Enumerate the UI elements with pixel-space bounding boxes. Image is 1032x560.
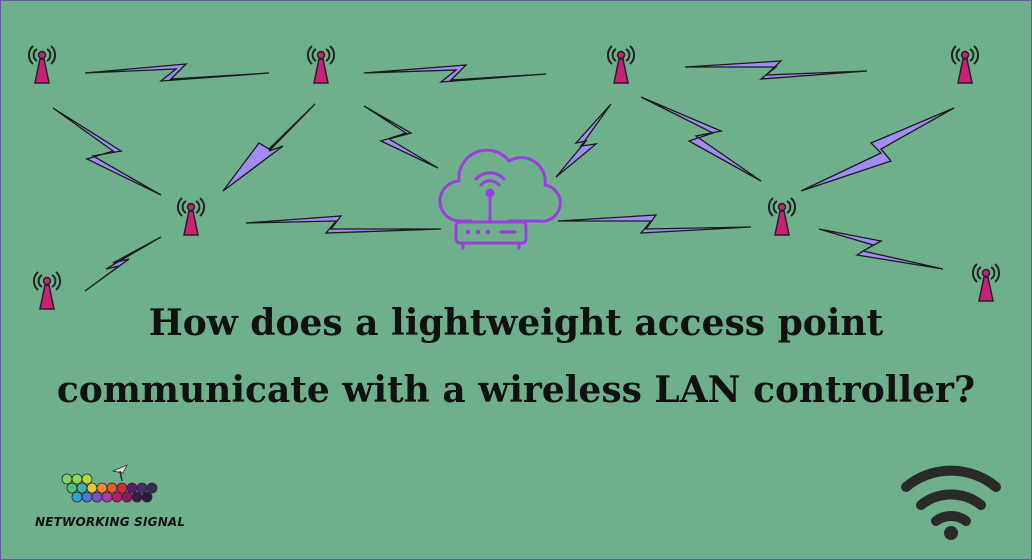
wifi-icon (901, 465, 1001, 540)
lightning-bolt-icon (52, 107, 162, 196)
lightning-bolt-icon (555, 103, 612, 178)
headline-line-1: How does a lightweight access point (148, 302, 884, 344)
lightning-bolt-icon (222, 103, 316, 192)
antenna-tower-icon (950, 45, 980, 84)
lightning-bolt-icon (84, 236, 162, 292)
lightning-bolt-icon (363, 64, 547, 83)
lightning-bolt-icon (245, 215, 442, 234)
lightning-bolt-icon (818, 228, 944, 270)
antenna-tower-icon (306, 45, 336, 84)
lightning-bolt-icon (363, 105, 439, 169)
antenna-tower-icon (606, 45, 636, 84)
antenna-tower-icon (27, 45, 57, 84)
brand-name: NETWORKING SIGNAL (35, 515, 186, 529)
cloud-router-icon (438, 148, 562, 250)
networking-signal-logo (61, 464, 158, 503)
lightning-bolt-icon (684, 60, 868, 80)
lightning-bolt-icon (84, 63, 270, 82)
lightning-bolt-icon (557, 214, 752, 234)
lightning-bolt-icon (640, 96, 762, 182)
antenna-tower-icon (176, 197, 206, 236)
antenna-tower-icon (767, 197, 797, 236)
headline-line-2: communicate with a wireless LAN controll… (56, 369, 976, 411)
antenna-tower-icon (971, 263, 1001, 302)
lightning-bolt-icon (800, 107, 955, 192)
